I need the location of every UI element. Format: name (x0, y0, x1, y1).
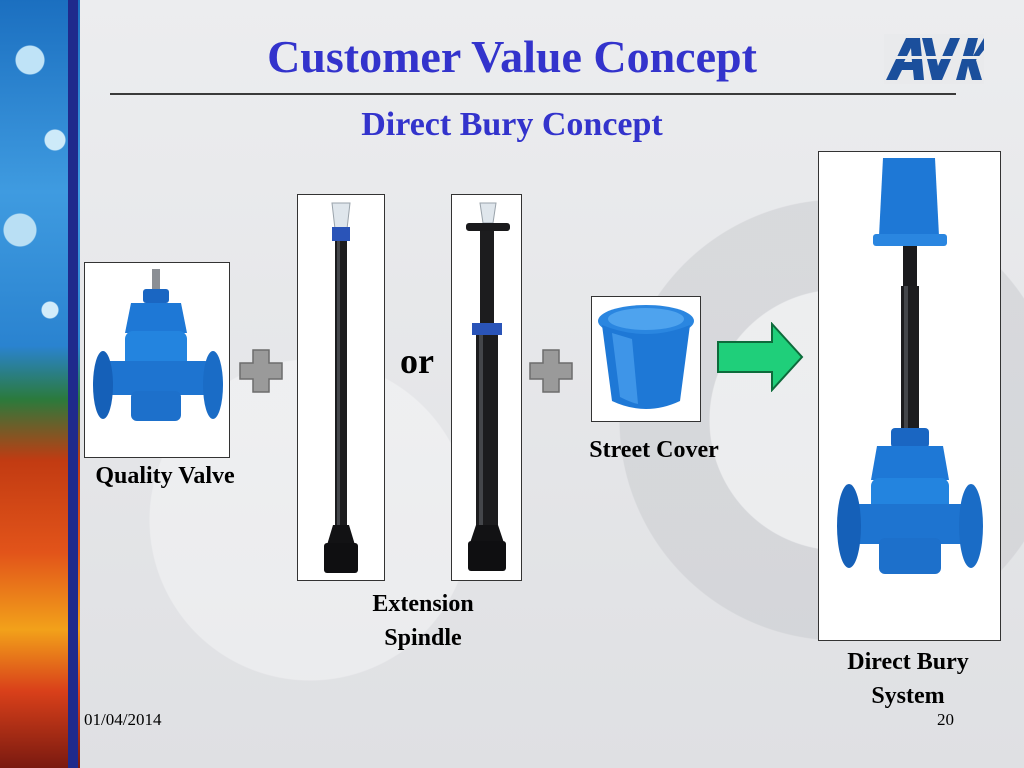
arrow-right-icon (717, 322, 804, 392)
gate-valve-image (93, 269, 223, 421)
system-label-line1: Direct Bury (847, 649, 969, 675)
extension-spindle-image-1 (324, 202, 358, 573)
slide-subtitle: Direct Bury Concept (361, 106, 663, 143)
spindle-image-panel-1 (297, 194, 385, 581)
slide-date: 01/04/2014 (84, 710, 162, 729)
direct-bury-system-image (837, 158, 983, 574)
plus-icon (529, 349, 573, 393)
decorative-blue-bar (68, 0, 78, 768)
title-divider (110, 93, 956, 95)
decorative-side-strip (0, 0, 80, 768)
street-cover-image (598, 305, 694, 409)
or-label: or (400, 341, 434, 381)
extension-spindle-image-2 (466, 202, 510, 571)
plus-icon (239, 349, 283, 393)
slide-title: Customer Value Concept (267, 31, 757, 82)
spindle-label-line1: Extension (372, 591, 474, 617)
direct-bury-system-image-panel (818, 151, 1001, 641)
street-cover-label: Street Cover (589, 437, 719, 463)
valve-label: Quality Valve (95, 463, 235, 489)
spindle-image-panel-2 (451, 194, 522, 581)
valve-image-panel (84, 262, 230, 458)
slide-page-number: 20 (937, 710, 954, 729)
avk-logo (884, 34, 984, 84)
spindle-label-line2: Spindle (384, 625, 462, 651)
street-cover-image-panel (591, 296, 701, 422)
system-label-line2: System (871, 683, 945, 709)
